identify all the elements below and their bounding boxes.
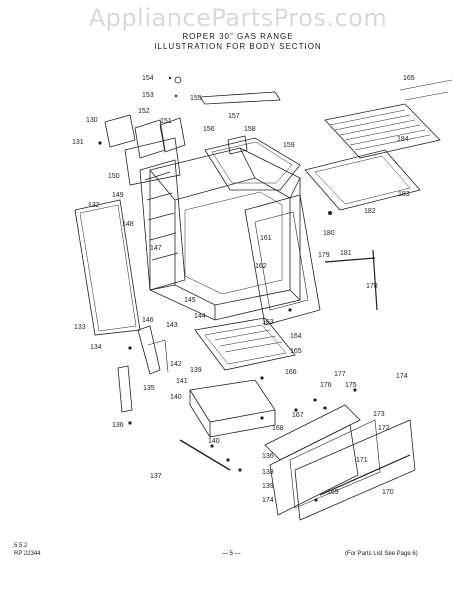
part-label: 149 [112, 192, 124, 199]
part-label: 152 [138, 108, 150, 115]
part-label: 170 [382, 489, 394, 496]
diagram-subtitle: ILLUSTRATION FOR BODY SECTION [154, 42, 322, 51]
part-label: 155 [190, 95, 202, 102]
part-135 [117, 365, 133, 413]
part-label: 133 [74, 324, 86, 331]
burner-box [194, 317, 296, 371]
bracket-151 [159, 117, 186, 153]
part-label: 140 [170, 394, 182, 401]
part-label: 137 [150, 473, 162, 480]
top-flue-cover [204, 137, 301, 191]
oven-cavity [174, 177, 291, 306]
part-label: 181 [340, 250, 352, 257]
part-label: 139 [190, 367, 202, 374]
part-label: 180 [323, 230, 335, 237]
part-label: 144 [194, 313, 206, 320]
footer-page-number: — 5 — [222, 551, 241, 557]
part-label: 164 [290, 333, 302, 340]
broiler-pan [304, 149, 421, 211]
part-label: 173 [373, 411, 385, 418]
drawer-front-frame [269, 424, 359, 516]
part-label: 136 [262, 453, 274, 460]
part-label: 135 [143, 385, 155, 392]
rod-178 [372, 249, 378, 311]
part-label: 154 [142, 75, 154, 82]
part-label: 165 [403, 75, 415, 82]
footer-parts-note: (For Parts List See Page 6) [345, 551, 418, 557]
part-label: 132 [88, 202, 100, 209]
part-label: 176 [320, 382, 332, 389]
burner-tube [199, 91, 281, 105]
part-label: 167 [292, 412, 304, 419]
part-label: 150 [108, 173, 120, 180]
part-label: 182 [364, 208, 376, 215]
part-label: 175 [345, 382, 357, 389]
drawer [189, 379, 276, 423]
part-label: 161 [260, 235, 272, 242]
footer-code-2: RP 22344 [14, 551, 41, 557]
oven-rack [324, 103, 441, 159]
part-label: 162 [255, 263, 267, 270]
part-label: 177 [334, 371, 346, 378]
part-label: 172 [378, 425, 390, 432]
part-label: 156 [203, 126, 215, 133]
part-label: 158 [244, 126, 256, 133]
part-label: 148 [122, 221, 134, 228]
part-label: 174 [396, 373, 408, 380]
part-label: 147 [150, 245, 162, 252]
drawer-glass [294, 419, 416, 521]
part-label: 130 [86, 117, 98, 124]
diagram-title: ROPER 30" GAS RANGE [182, 32, 294, 41]
part-label: 171 [356, 457, 368, 464]
side-panel [74, 199, 141, 336]
watermark: AppliancePartsPros.com [88, 4, 388, 32]
part-label: 157 [228, 113, 240, 120]
rod-137 [179, 439, 231, 471]
part-label: 179 [318, 252, 330, 259]
spark-screw [174, 76, 182, 84]
part-label: 141 [176, 378, 188, 385]
rod-179 [324, 257, 376, 263]
part-label: 178 [366, 283, 378, 290]
part-label: 134 [90, 344, 102, 351]
part-label: 142 [170, 361, 182, 368]
part-label: 174 [262, 497, 274, 504]
part-label: 166 [285, 369, 297, 376]
part-label: 143 [166, 322, 178, 329]
part-label: 165 [290, 348, 302, 355]
part-label: 168 [272, 425, 284, 432]
drawer-front-outer [264, 404, 361, 461]
door-frame [244, 194, 321, 326]
part-label: 169 [327, 489, 339, 496]
bracket-130 [104, 114, 136, 148]
part-label: 138 [262, 469, 274, 476]
part-label: 145 [184, 297, 196, 304]
rack-wires [329, 109, 431, 151]
hinge-part [137, 325, 161, 375]
part-label: 136 [112, 422, 124, 429]
part-label: 139 [262, 483, 274, 490]
back-panel [139, 159, 186, 291]
part-label: 153 [142, 92, 154, 99]
part-label: 159 [283, 142, 295, 149]
part-label: 140 [208, 438, 220, 445]
part-label: 163 [262, 319, 274, 326]
footer-code-1: 5.5.2 [14, 543, 28, 549]
part-label: 183 [398, 191, 410, 198]
panel-150 [124, 137, 181, 186]
part-label: 151 [160, 118, 172, 125]
rail-170 [319, 454, 411, 496]
part-157 [227, 135, 248, 155]
part-label: 131 [72, 139, 84, 146]
part-label: 184 [397, 136, 409, 143]
part-label: 146 [142, 317, 154, 324]
